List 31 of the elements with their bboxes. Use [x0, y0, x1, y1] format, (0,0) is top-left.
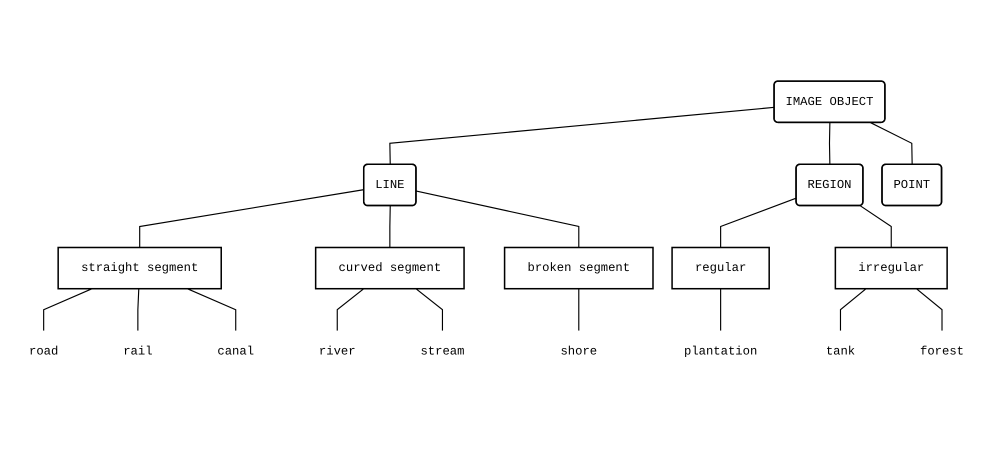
node-box: curved segment — [314, 246, 465, 290]
connector — [389, 106, 774, 165]
node-text: river — [318, 344, 356, 358]
connector — [720, 288, 722, 331]
connector — [870, 122, 913, 165]
node-box: irregular — [834, 246, 948, 290]
connector — [416, 190, 580, 248]
connector — [828, 122, 830, 165]
connector — [137, 288, 140, 331]
connector — [840, 288, 866, 331]
node-box: straight segment — [57, 246, 222, 290]
connector — [187, 288, 236, 331]
node-text: forest — [920, 344, 964, 358]
node-text: plantation — [684, 344, 758, 358]
node-text: road — [29, 344, 58, 358]
connector — [389, 206, 391, 248]
connector — [416, 288, 444, 331]
connector — [916, 288, 943, 331]
node-text: shore — [560, 344, 598, 358]
connector — [139, 189, 364, 248]
node-box: broken segment — [504, 246, 654, 290]
connector — [860, 205, 892, 248]
node-text: tank — [826, 344, 856, 358]
connector — [578, 288, 580, 331]
connector — [43, 288, 92, 331]
connector — [336, 288, 364, 331]
node-text: rail — [123, 344, 153, 358]
node-box: regular — [671, 246, 770, 290]
node-text: canal — [217, 344, 254, 358]
node-text: stream — [420, 344, 464, 358]
connector — [720, 198, 797, 248]
